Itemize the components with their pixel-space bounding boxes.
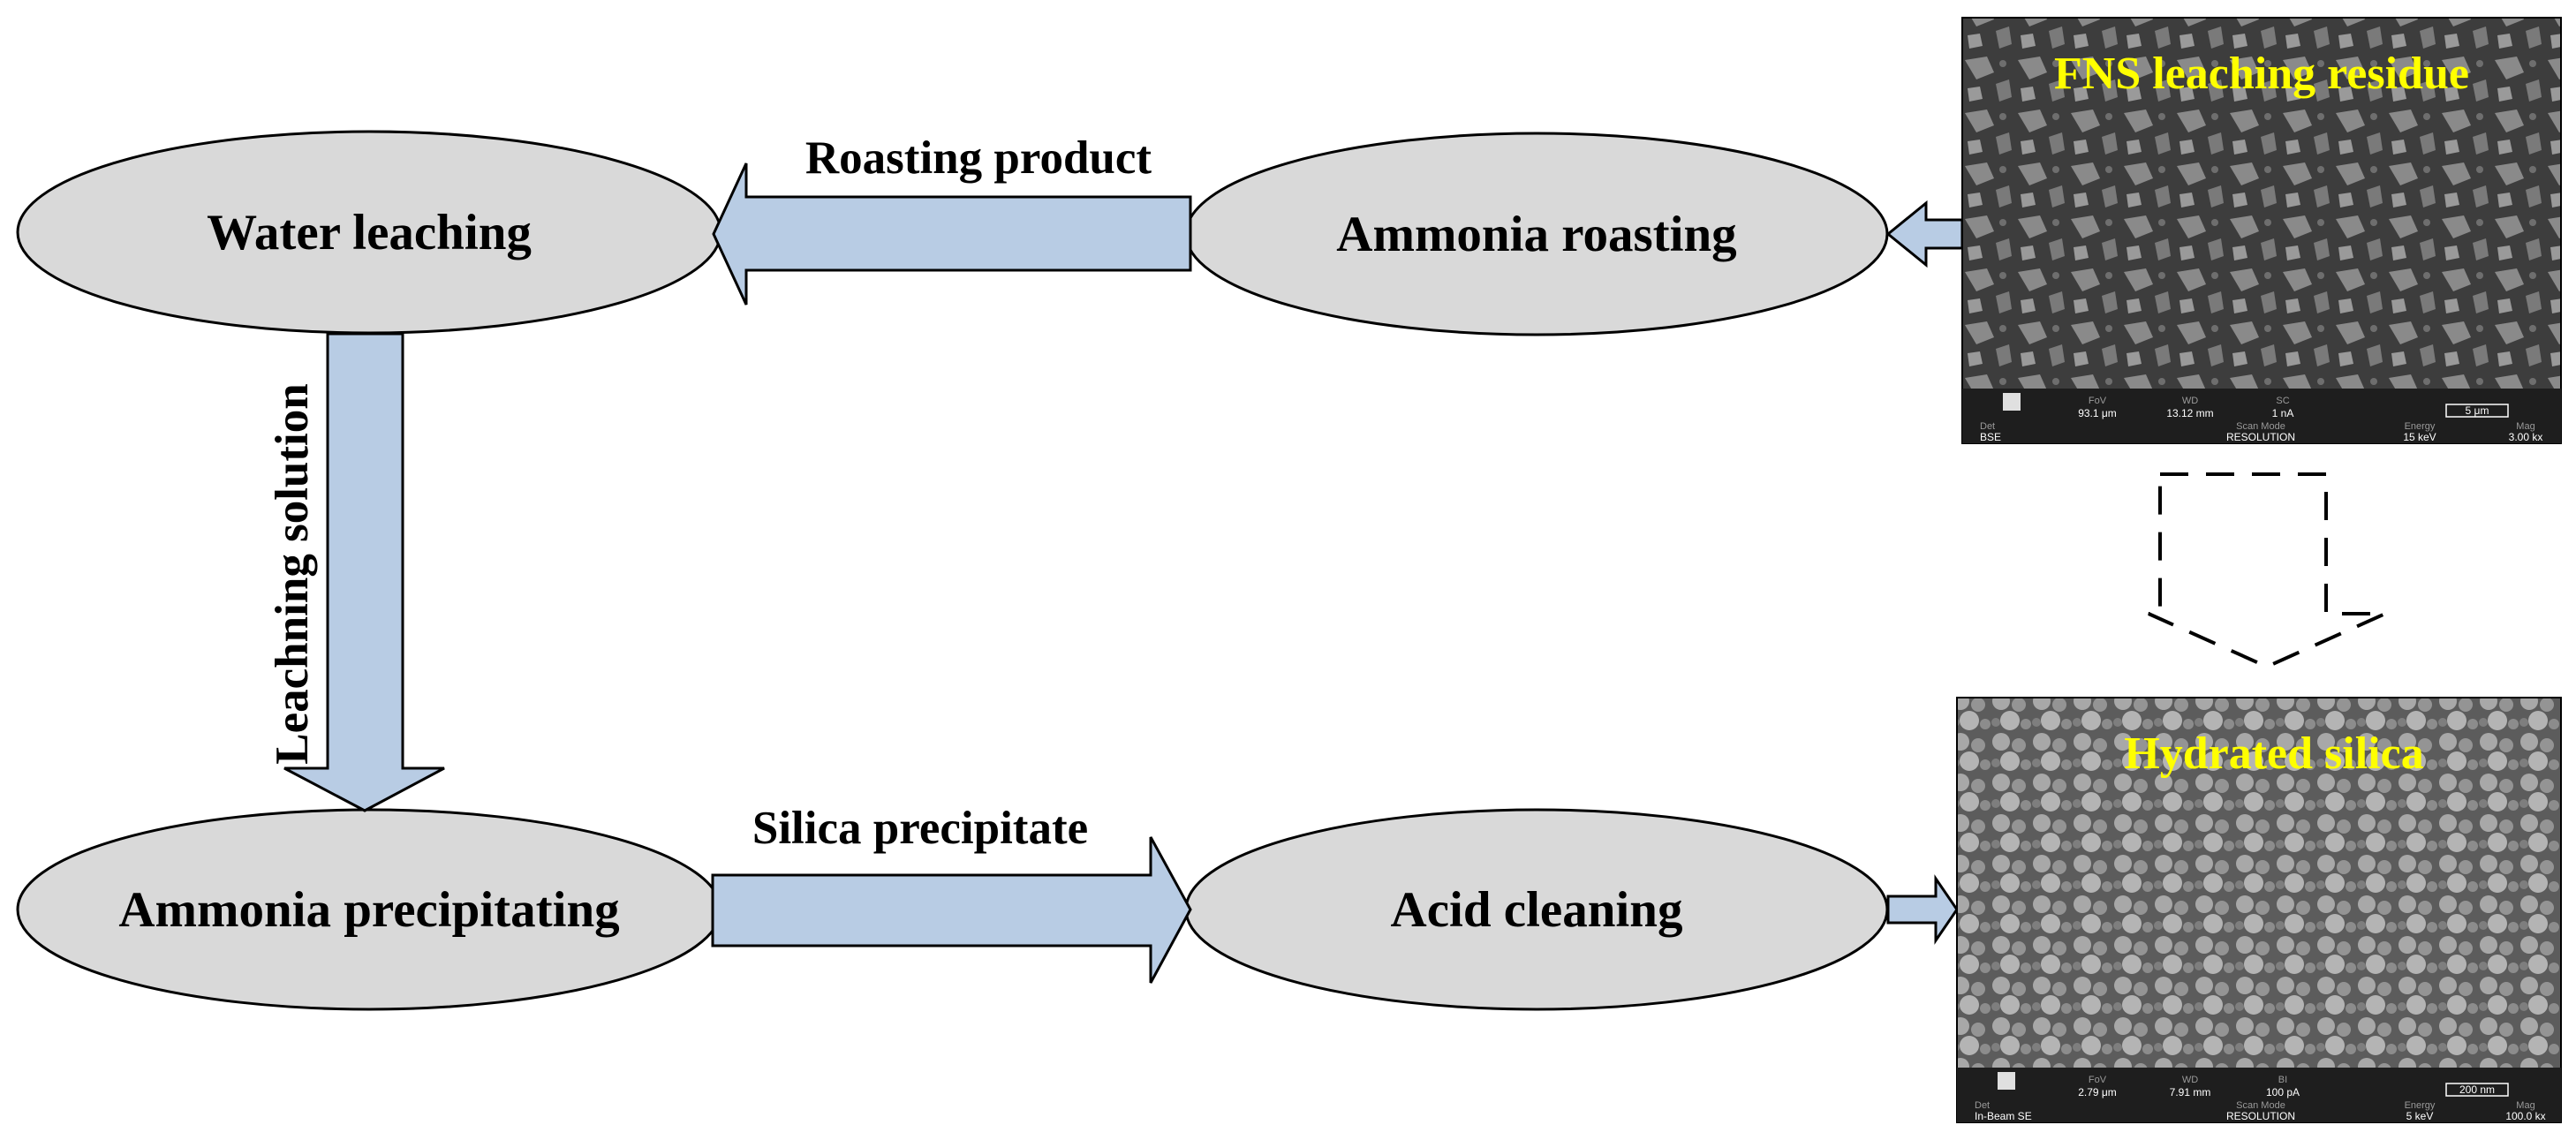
sem-scan-mode-value: RESOLUTION [2226, 431, 2295, 443]
sem-energy-label: Energy [2405, 421, 2436, 432]
sem-scan-mode-label: Scan Mode [2236, 1100, 2285, 1111]
sem-scan-mode-value: RESOLUTION [2226, 1110, 2295, 1122]
sem-wd-value: 13.12 mm [2166, 407, 2213, 419]
scale-bar-label: 5 μm [2466, 404, 2489, 417]
sem-wd-value: 7.91 mm [2170, 1086, 2211, 1098]
sem-det-value: In-Beam SE [1975, 1110, 2032, 1122]
dashed-down-arrow [2148, 472, 2386, 669]
sem-mag-label: Mag [2516, 1100, 2534, 1111]
sem-scan-mode-label: Scan Mode [2236, 421, 2285, 432]
sem-fov-value: 2.79 μm [2078, 1086, 2117, 1098]
roasting-product-arrow [712, 162, 1192, 306]
sem-bi-label: BI [2278, 1075, 2287, 1085]
sem-det-label: Det [1980, 421, 1995, 432]
sem-wd-label: WD [2182, 396, 2198, 406]
residue-to-roasting-arrow [1885, 200, 1964, 268]
sem-det-label: Det [1975, 1100, 1990, 1111]
sem-fov-label: FoV [2089, 1075, 2107, 1085]
sem-mag-value: 100.0 kx [2505, 1110, 2545, 1122]
sem-sc-label: SC [2276, 396, 2289, 406]
ammonia-roasting-node: Ammonia roasting [1184, 132, 1889, 336]
acid-cleaning-label: Acid cleaning [1391, 882, 1683, 938]
sem-bi-value: 100 pA [2266, 1086, 2300, 1098]
acid-cleaning-node: Acid cleaning [1184, 808, 1889, 1011]
leaching-solution-arrow [283, 332, 445, 812]
ammonia-precipitating-node: Ammonia precipitating [16, 808, 722, 1011]
cleaning-to-silica-arrow [1886, 874, 1959, 945]
sem-fov-value: 93.1 μm [2078, 407, 2117, 419]
sem-energy-value: 15 keV [2403, 431, 2436, 443]
roasting-product-label: Roasting product [805, 132, 1152, 184]
ammonia-roasting-label: Ammonia roasting [1336, 207, 1736, 262]
sem-energy-label: Energy [2405, 1100, 2436, 1111]
hydrated-silica-title: Hydrated silica [2124, 729, 2423, 779]
sem-fov-label: FoV [2089, 396, 2107, 406]
hydrated-silica-image: Hydrated silica FoV WD BI 2.79 μm 7.91 m… [1956, 697, 2562, 1123]
water-leaching-label: Water leaching [207, 205, 532, 260]
sem-det-value: BSE [1980, 431, 2001, 443]
sem-energy-value: 5 keV [2406, 1110, 2434, 1122]
silica-precipitate-label: Silica precipitate [752, 803, 1088, 854]
water-leaching-node: Water leaching [16, 130, 722, 335]
sem-wd-label: WD [2182, 1075, 2198, 1085]
scale-bar-label: 200 nm [2459, 1083, 2495, 1096]
silica-precipitate-arrow [711, 836, 1192, 984]
sem-sc-value: 1 nA [2272, 407, 2294, 419]
sem-mag-label: Mag [2516, 421, 2534, 432]
leaching-solution-label: Leachning solution [267, 383, 318, 764]
fns-leaching-residue-title: FNS leaching residue [2054, 49, 2469, 99]
ammonia-precipitating-label: Ammonia precipitating [118, 882, 619, 938]
fns-leaching-residue-image: FNS leaching residue FoV WD SC 93.1 μm 1… [1961, 17, 2562, 444]
sem-mag-value: 3.00 kx [2509, 431, 2543, 443]
